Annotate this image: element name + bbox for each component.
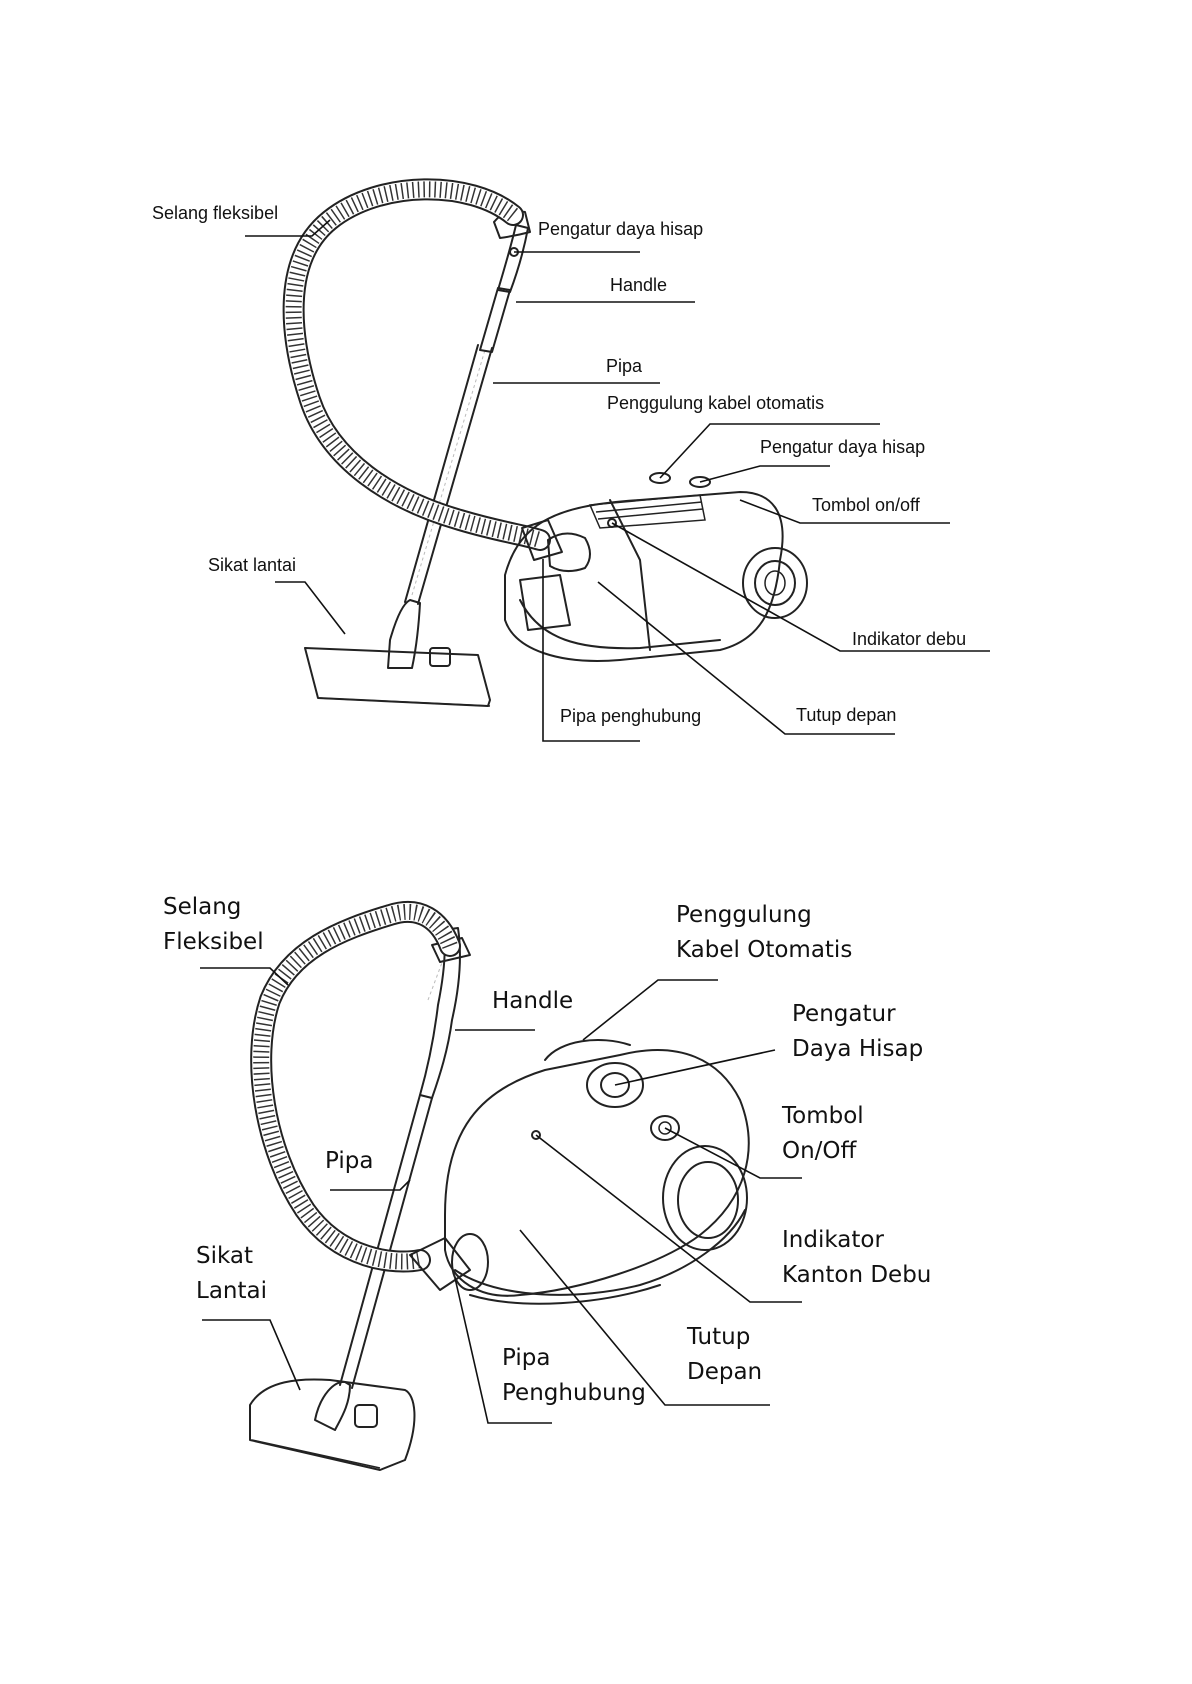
label-sikat-lantai-2: Sikat Lantai bbox=[196, 1243, 267, 1304]
label-indikator-kanton-debu-2: Indikator Kanton Debu bbox=[782, 1227, 932, 1288]
label-pipa-2: Pipa bbox=[325, 1148, 374, 1174]
label-penggulung-kabel: Penggulung kabel otomatis bbox=[607, 393, 825, 413]
label-pengatur-daya-hisap-body: Pengatur daya hisap bbox=[760, 437, 926, 457]
label-pengatur-daya-hisap-handle: Pengatur daya hisap bbox=[538, 219, 704, 239]
top-leader-lines bbox=[245, 219, 990, 742]
label-tutup-depan-2: Tutup Depan bbox=[687, 1324, 763, 1385]
label-pipa: Pipa bbox=[606, 356, 643, 376]
label-selang-fleksibel-2: Selang Fleksibel bbox=[163, 894, 264, 955]
label-sikat-lantai: Sikat lantai bbox=[208, 555, 297, 575]
label-penggulung-kabel-2: Penggulung Kabel Otomatis bbox=[676, 902, 853, 963]
label-tombol-on-off: Tombol on/off bbox=[812, 495, 920, 515]
bottom-leader-lines bbox=[200, 967, 802, 1424]
label-handle: Handle bbox=[610, 275, 668, 295]
label-indikator-debu: Indikator debu bbox=[852, 629, 967, 649]
label-pipa-penghubung-2: Pipa Penghubung bbox=[502, 1345, 646, 1406]
label-selang-fleksibel: Selang fleksibel bbox=[152, 203, 279, 223]
label-handle-2: Handle bbox=[492, 988, 574, 1014]
label-tutup-depan: Tutup depan bbox=[796, 705, 897, 725]
label-tombol-on-off-2: Tombol On/Off bbox=[782, 1103, 864, 1164]
label-pengatur-daya-hisap-2: Pengatur Daya Hisap bbox=[792, 1001, 924, 1062]
label-pipa-penghubung: Pipa penghubung bbox=[560, 706, 702, 726]
top-vacuum-illustration bbox=[282, 178, 808, 707]
bottom-vacuum-illustration bbox=[249, 900, 750, 1471]
